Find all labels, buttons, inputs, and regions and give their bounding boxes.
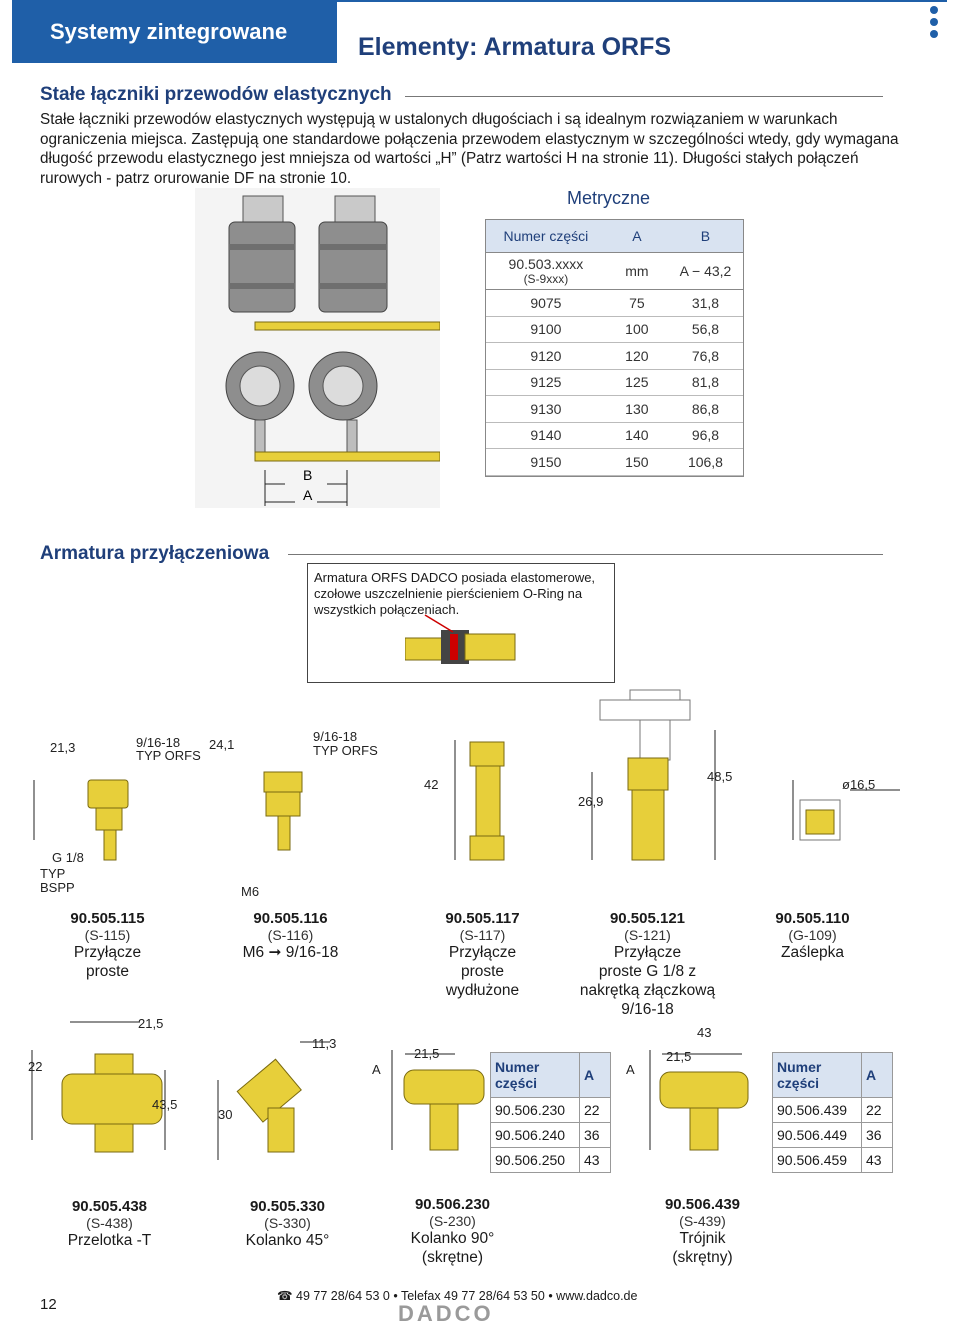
dim-typ-a2: TYP ORFS: [136, 748, 201, 763]
dim-43-5: 43,5: [152, 1097, 178, 1112]
dim-42: 42: [424, 777, 439, 792]
fitting-117-drawing: [454, 740, 505, 861]
th-part: Numer części: [486, 220, 606, 253]
part-438: 90.505.438 (S-438) Przelotka -T: [67, 1198, 152, 1249]
part-121: 90.505.121 (S-121) Przyłącze proste G 1/…: [579, 910, 716, 1018]
part-439: 90.506.439 (S-439) Trójnik (skrętny): [664, 1196, 741, 1266]
th-b: B: [667, 220, 743, 253]
footer-contact: ☎ 49 77 28/64 53 0 • Telefax 49 77 28/64…: [277, 1289, 638, 1303]
orfs-note: Armatura ORFS DADCO posiada elastomerowe…: [307, 563, 615, 683]
fittings-row2-drawings: [31, 1021, 749, 1160]
part-330: 90.505.330 (S-330) Kolanko 45°: [245, 1198, 330, 1249]
dim-g18-2: TYP: [40, 866, 66, 881]
fittings-row1-drawings: [33, 689, 900, 861]
part-110: 90.505.110 (G-109) Zaślepka: [775, 910, 850, 961]
dim-typ-a1: 9/16-18: [136, 735, 181, 750]
dim-m6: M6: [241, 884, 260, 899]
dim-typ-b2: TYP ORFS: [313, 743, 378, 758]
dim-48-5: 48,5: [707, 769, 733, 784]
fitting-121-drawing: [591, 689, 716, 861]
seal-illustration: [405, 614, 516, 664]
section-rule: [288, 554, 883, 555]
part-230: 90.506.230 (S-230) Kolanko 90° (skrętne): [410, 1196, 495, 1266]
th-a: A: [579, 1052, 611, 1098]
td-b-sub: A − 43,2: [667, 252, 743, 290]
dim-21-5-c: 21,5: [666, 1049, 692, 1064]
fitting-438-drawing: [31, 1021, 166, 1153]
dim-typ-b1: 9/16-18: [313, 729, 358, 744]
dim-11-3: 11,3: [312, 1036, 337, 1051]
section-badge: Systemy zintegrowane: [12, 0, 337, 63]
section-title-fittings: Armatura przyłączeniowa: [40, 543, 270, 564]
dim-26-9: 26,9: [578, 794, 604, 809]
cylinder-right: [318, 195, 388, 313]
th-a: A: [605, 220, 668, 253]
td-a-sub: mm: [605, 252, 668, 290]
dim-21-5-a: 21,5: [138, 1016, 164, 1031]
dim-a-label: A: [303, 487, 313, 503]
metric-table: Numer części A B 90.503.xxxx(S-9xxx) mm …: [485, 219, 744, 477]
page-number: 12: [40, 1296, 57, 1313]
dim-16-5: ø16,5: [842, 777, 876, 792]
dim-30: 30: [218, 1107, 233, 1122]
fitting-439-drawing: [649, 1050, 749, 1151]
dim-43: 43: [697, 1025, 712, 1040]
fitting-115-drawing: [33, 779, 129, 861]
dim-a-2: A: [626, 1062, 635, 1077]
part-116: 90.505.116 (S-116) M6 ➞ 9/16-18: [242, 910, 339, 961]
cylinder-left: [228, 195, 296, 313]
dim-g18-3: BSPP: [40, 880, 75, 895]
dadco-logo: DADCO: [398, 1301, 494, 1326]
page-title: Elementy: Armatura ORFS: [358, 33, 672, 61]
dim-21-3: 21,3: [50, 740, 76, 755]
dim-21-5-b: 21,5: [414, 1046, 440, 1061]
fitting-116-drawing: [263, 771, 303, 851]
fitting-110-drawing: [792, 780, 900, 841]
fixed-connector-illustration: B A: [195, 188, 440, 508]
td-part-sub: 90.503.xxxx(S-9xxx): [486, 252, 606, 290]
part-117: 90.505.117 (S-117) Przyłącze proste wydł…: [445, 910, 520, 999]
metric-label: Metryczne: [567, 188, 651, 208]
dim-22: 22: [28, 1059, 43, 1074]
header-rule: [337, 0, 947, 65]
intro-paragraph: Stałe łączniki przewodów elastycznych wy…: [40, 111, 899, 187]
th-a: A: [861, 1052, 893, 1098]
section-rule: [405, 96, 883, 97]
dim-b-label: B: [303, 467, 312, 483]
dim-24-1: 24,1: [209, 737, 235, 752]
dim-g18-1: G 1/8: [52, 850, 84, 865]
dim-a-1: A: [372, 1062, 381, 1077]
fitting-230-drawing: [391, 1050, 485, 1151]
section-title: Systemy zintegrowane: [50, 18, 288, 44]
section-title-fixed: Stałe łączniki przewodów elastycznych: [40, 84, 392, 105]
part-115: 90.505.115 (S-115) Przyłącze proste: [70, 910, 145, 980]
corner-dots-icon: [930, 6, 938, 42]
fitting-330-drawing: [217, 1041, 330, 1160]
